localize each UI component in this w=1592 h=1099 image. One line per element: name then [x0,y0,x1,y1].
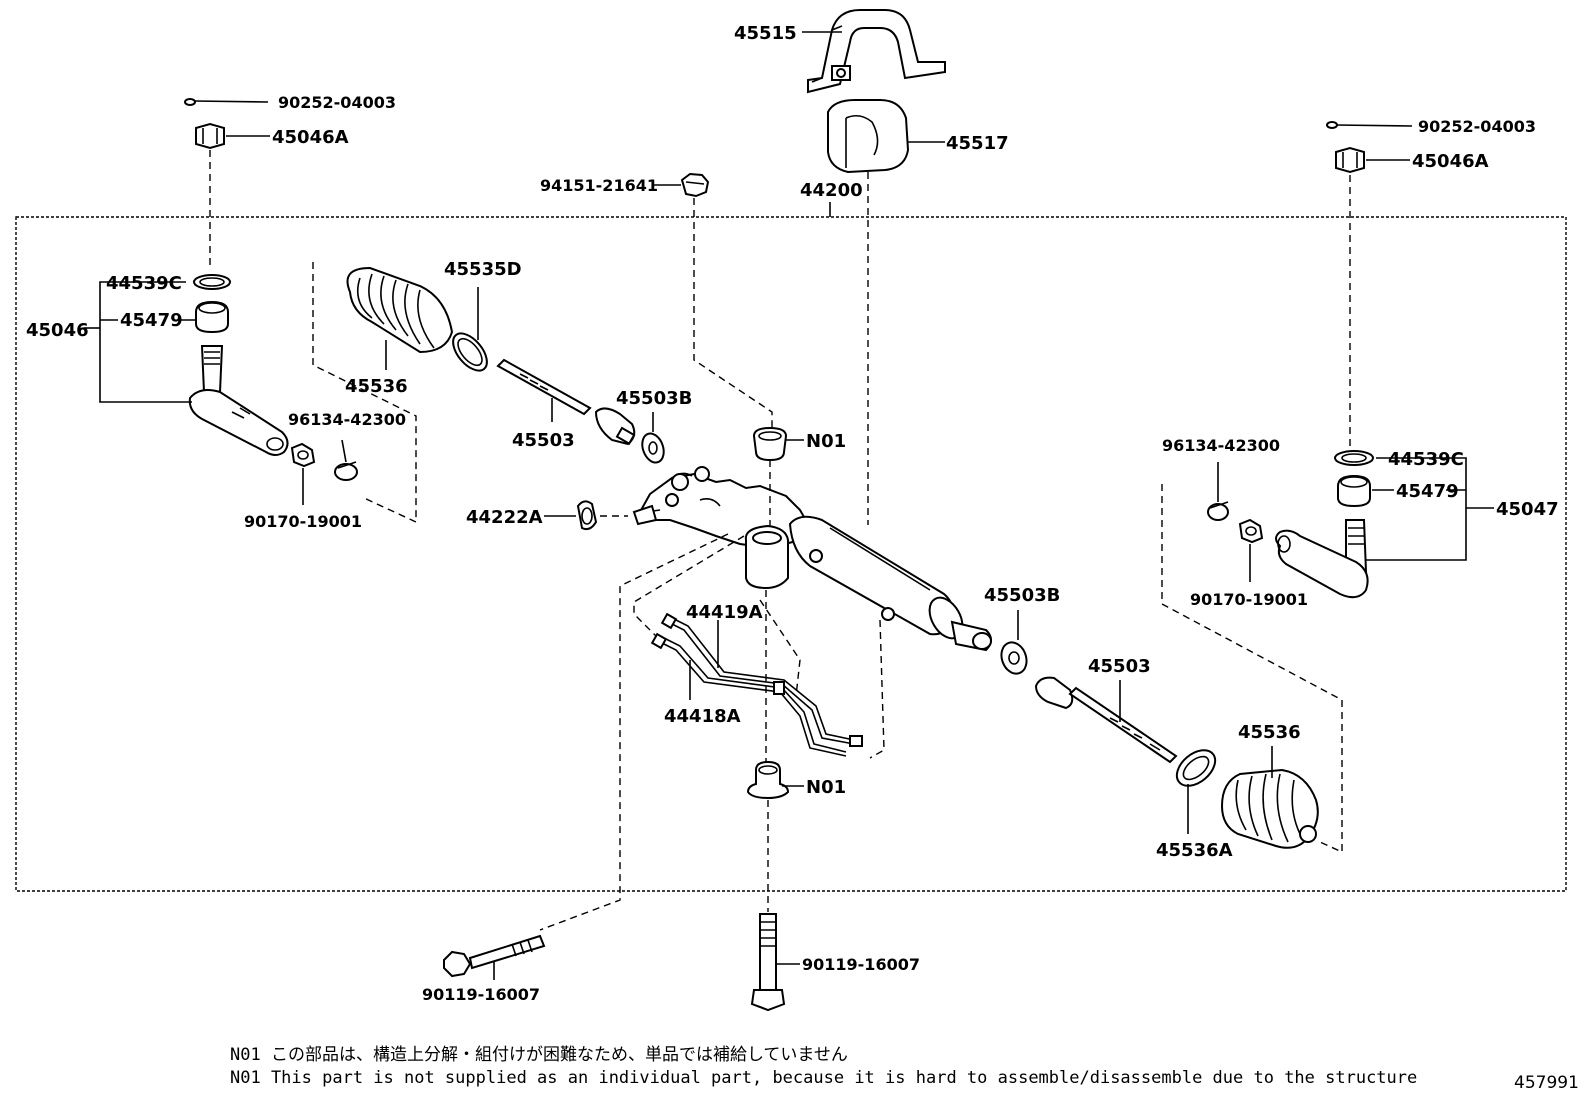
label-44418A: 44418A [664,706,741,727]
label-90170-19001-left: 90170-19001 [244,512,362,531]
note-japanese: N01 この部品は、構造上分解・組付けが困難なため、単品では補給していません [230,1045,848,1065]
rack-housing-44200 [632,466,992,652]
bushing-45517 [827,99,910,174]
label-44539C-left: 44539C [106,273,182,294]
inner-rod-45503-left [496,358,636,446]
label-45517: 45517 [946,133,1009,154]
label-45536A: 45536A [1156,840,1233,861]
label-94151-21641: 94151-21641 [540,176,658,195]
label-90170-19001-right: 90170-19001 [1190,590,1308,609]
note-english: N01 This part is not supplied as an indi… [230,1068,1417,1088]
bushing-n01-lower [746,760,790,800]
ring-44539c-left [193,274,231,290]
clip-96134-left [334,461,358,481]
return-tube-44418a [650,632,847,757]
castle-nut-left [195,122,225,150]
dust-seal-45479-left [195,300,229,334]
inner-rod-45503-right [1034,676,1178,764]
label-90252-04003-left: 90252-04003 [278,93,396,112]
label-90119-16007-center: 90119-16007 [802,955,920,974]
label-45503-right: 45503 [1088,656,1151,677]
tie-rod-end-left [188,345,289,456]
cotter-pin-left [184,98,269,106]
lock-nut-90170-right [1238,518,1264,544]
label-90252-04003-right: 90252-04003 [1418,117,1536,136]
label-45536-left: 45536 [345,376,408,397]
label-44222A: 44222A [466,507,543,528]
label-45503B-left: 45503B [616,388,692,409]
assembly-frame [15,216,1567,892]
boot-45536-left [346,266,454,354]
diagram-reference-number: 457991 [1514,1073,1579,1093]
nut-94151 [680,172,710,198]
label-45479-left: 45479 [120,310,183,331]
label-45047: 45047 [1496,499,1559,520]
tie-rod-end-right [1275,519,1369,599]
label-45046A-left: 45046A [272,127,349,148]
label-45046: 45046 [26,320,89,341]
label-N01-lower: N01 [806,777,846,798]
boot-45536-right [1220,768,1319,849]
label-44200: 44200 [800,180,863,201]
bolt-90119-left [443,934,546,978]
label-44419A: 44419A [686,602,763,623]
label-96134-42300-left: 96134-42300 [288,410,406,429]
cotter-pin-right [1326,121,1413,129]
ring-44539c-right [1334,450,1374,466]
label-90119-16007-left: 90119-16007 [422,985,540,1004]
boot-clamp-45536a [1175,749,1217,787]
dust-seal-45479-right [1337,474,1371,508]
label-96134-42300-right: 96134-42300 [1162,436,1280,455]
washer-45503b-right [1000,641,1028,675]
label-45046A-right: 45046A [1412,151,1489,172]
bolt-90119-center [750,913,786,1012]
label-45479-right: 45479 [1396,481,1459,502]
label-45503B-right: 45503B [984,585,1060,606]
castle-nut-right [1335,146,1365,174]
clip-96134-right [1207,501,1229,521]
label-45515: 45515 [734,23,797,44]
label-44539C-right: 44539C [1388,449,1464,470]
bracket-45515 [807,9,946,94]
boot-clamp-45535d [452,332,488,372]
label-45536-right: 45536 [1238,722,1301,743]
label-45503-left: 45503 [512,430,575,451]
label-45535D: 45535D [444,259,522,280]
label-N01-upper: N01 [806,431,846,452]
lock-nut-90170-left [290,442,316,468]
washer-45503b-left [641,432,665,464]
valve-cap-44222a [576,500,598,531]
bushing-n01-upper [752,426,788,462]
